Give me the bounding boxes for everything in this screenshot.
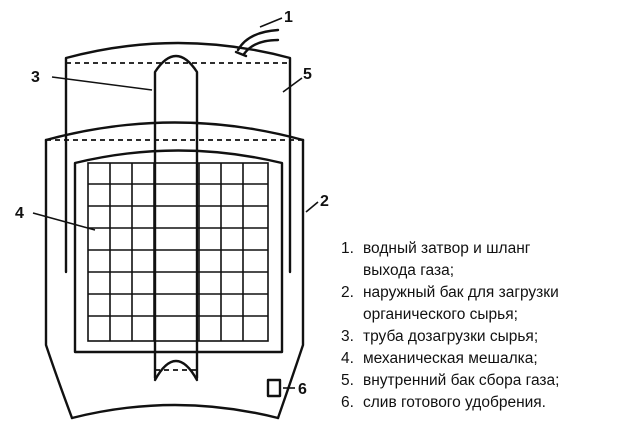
legend-number: 1.	[341, 240, 354, 257]
mechanical-stirrer	[73, 149, 284, 354]
legend-text: механическая мешалка;	[363, 348, 626, 370]
callout-4: 4	[15, 205, 24, 222]
legend-text: наружный бак для загрузки органического с…	[363, 282, 626, 326]
legend-item: 4. механическая мешалка;	[341, 348, 626, 370]
legend-item: 3. труба дозагрузки сырья;	[341, 326, 626, 348]
legend-line: труба дозагрузки сырья;	[363, 328, 539, 345]
legend-number: 2.	[341, 284, 354, 301]
fertilizer-drain	[266, 378, 282, 398]
callout-2: 2	[320, 193, 329, 210]
legend-number: 4.	[341, 350, 354, 367]
legend-line: слив готового удобрения.	[363, 394, 546, 411]
legend-item: 5. внутренний бак сбора газа;	[341, 370, 626, 392]
legend-line: выхода газа;	[363, 262, 454, 279]
feed-pipe	[153, 54, 199, 382]
callout-1: 1	[284, 9, 293, 26]
legend-number: 5.	[341, 372, 354, 389]
legend-line: внутренний бак сбора газа;	[363, 372, 560, 389]
legend-number: 6.	[341, 394, 354, 411]
legend-line: водный затвор и шланг	[363, 240, 531, 257]
inner-gas-tank	[64, 41, 292, 274]
leader-lines	[32, 17, 319, 389]
legend-line: органического сырья;	[363, 306, 518, 323]
outer-tank	[44, 121, 305, 420]
legend-text: труба дозагрузки сырья;	[363, 326, 626, 348]
gas-outlet-hose	[234, 28, 280, 58]
legend-text: слив готового удобрения.	[363, 392, 626, 414]
callout-5: 5	[303, 66, 312, 83]
callout-6: 6	[298, 381, 307, 398]
legend-number: 3.	[341, 328, 354, 345]
legend-line: наружный бак для загрузки	[363, 284, 559, 301]
callout-3: 3	[31, 69, 40, 86]
legend-item: 6. слив готового удобрения.	[341, 392, 626, 414]
legend-text: водный затвор и шланг выхода газа;	[363, 238, 626, 282]
legend-item: 2. наружный бак для загрузки органического…	[341, 282, 626, 326]
legend-item: 1. водный затвор и шланг выхода газа;	[341, 238, 626, 282]
legend-text: внутренний бак сбора газа;	[363, 370, 626, 392]
legend-line: механическая мешалка;	[363, 350, 538, 367]
legend: 1. водный затвор и шланг выхода газа; 2. нар…	[341, 238, 626, 414]
